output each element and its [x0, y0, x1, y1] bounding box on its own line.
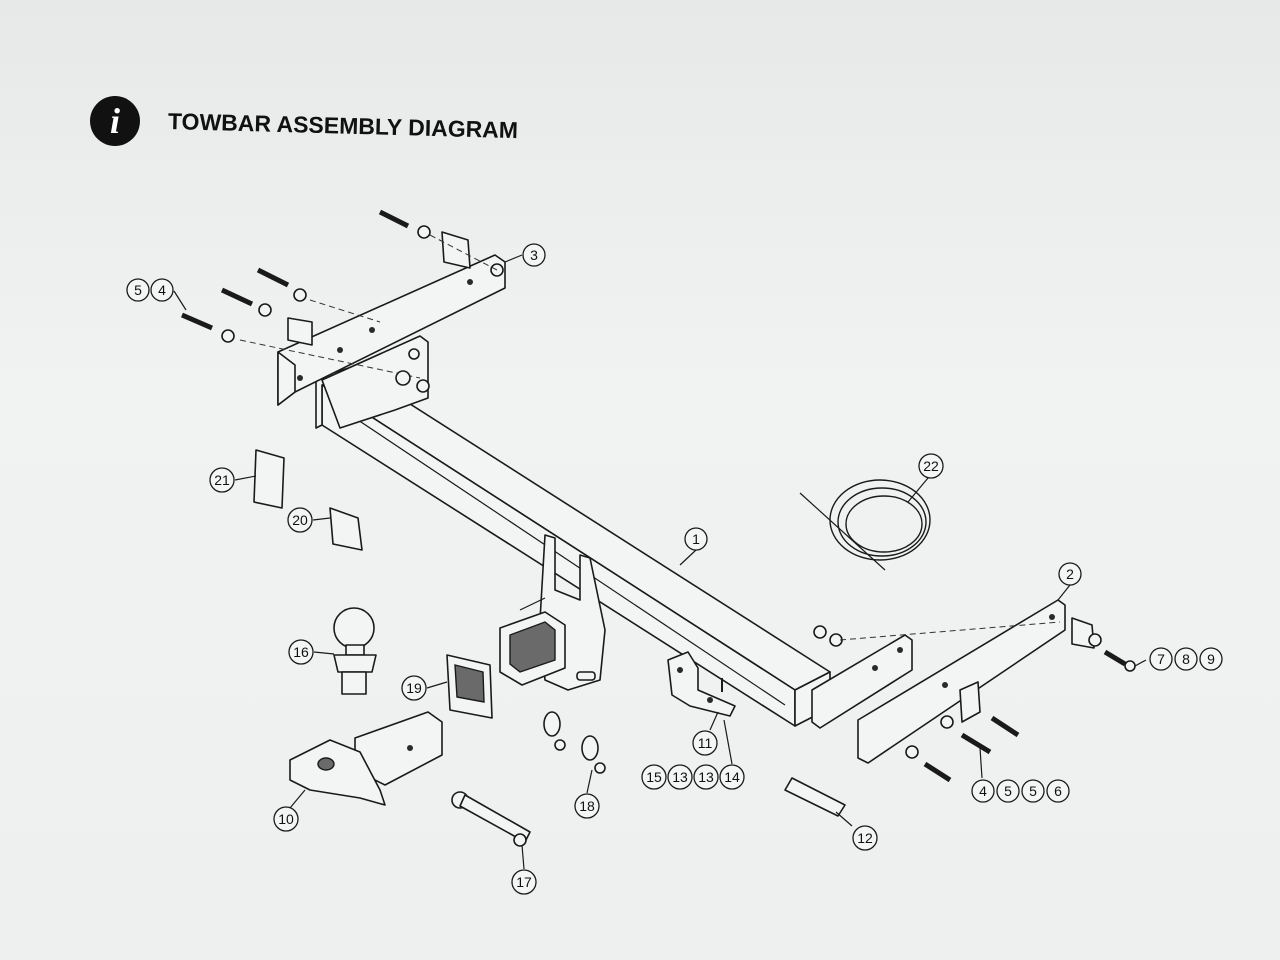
right-fasteners [813, 617, 1136, 783]
callout-label: 6 [1054, 783, 1062, 799]
upper-left-fasteners [181, 209, 498, 393]
hitch-pin [451, 791, 531, 847]
callout-label: 1 [692, 531, 700, 547]
callout-label: 13 [672, 769, 688, 785]
callout-label: 5 [1029, 783, 1037, 799]
callout-7: 7 [1149, 647, 1173, 671]
callout-11: 11 [692, 730, 718, 756]
right-brackets [811, 599, 1066, 764]
callout-4-upper: 4 [150, 278, 174, 302]
callout-label: 19 [406, 680, 422, 696]
callout-14: 14 [719, 764, 745, 790]
receiver-bracket [499, 534, 606, 691]
callout-18: 18 [574, 793, 600, 819]
callout-19: 19 [401, 675, 427, 701]
callout-label: 20 [292, 512, 308, 528]
electrical-bracket [667, 651, 736, 717]
callout-17: 17 [511, 869, 537, 895]
callout-label: 11 [698, 735, 713, 751]
callout-label: 4 [158, 282, 166, 298]
callout-12: 12 [852, 825, 878, 851]
leader-lines [173, 254, 1147, 870]
callout-2: 2 [1058, 562, 1082, 586]
ball-mount [289, 711, 443, 806]
receiver-cover [446, 654, 493, 719]
label-sticker-21 [253, 449, 285, 509]
callout-label: 15 [646, 769, 662, 785]
tow-ball [333, 607, 377, 695]
callout-13-second: 13 [693, 764, 719, 790]
callout-label: 4 [979, 783, 987, 799]
callout-label: 10 [278, 811, 294, 827]
label-sticker-20 [329, 507, 363, 551]
callout-9: 9 [1199, 647, 1223, 671]
callout-1: 1 [684, 527, 708, 551]
callout-5-lower-second: 5 [1021, 779, 1045, 803]
callout-label: 21 [214, 472, 230, 488]
callout-15: 15 [641, 764, 667, 790]
callout-5-upper: 5 [126, 278, 150, 302]
callout-label: 22 [923, 458, 939, 474]
callout-label: 8 [1182, 651, 1190, 667]
callout-label: 13 [698, 769, 714, 785]
callout-4-lower: 4 [971, 779, 995, 803]
left-bracket [277, 254, 506, 429]
callout-label: 2 [1066, 566, 1074, 582]
callout-10: 10 [273, 806, 299, 832]
callout-label: 5 [1004, 783, 1012, 799]
callout-21: 21 [209, 467, 235, 493]
callout-label: 7 [1157, 651, 1165, 667]
callout-label: 14 [724, 769, 740, 785]
callout-label: 9 [1207, 651, 1215, 667]
callout-label: 17 [516, 874, 532, 890]
callout-5-lower-first: 5 [996, 779, 1020, 803]
callout-22: 22 [918, 453, 944, 479]
callout-label: 12 [857, 830, 873, 846]
info-icon: i [90, 96, 140, 146]
callout-3: 3 [522, 243, 546, 267]
cover-plate [784, 777, 846, 817]
callout-6: 6 [1046, 779, 1070, 803]
callout-8: 8 [1174, 647, 1198, 671]
callout-label: 3 [530, 247, 538, 263]
shackles [543, 711, 606, 774]
callout-label: 5 [134, 282, 142, 298]
callout-16: 16 [288, 639, 314, 665]
callout-13-first: 13 [667, 764, 693, 790]
callout-label: 18 [579, 798, 595, 814]
wire-coil [799, 479, 931, 571]
callout-label: 16 [293, 644, 309, 660]
callout-20: 20 [287, 507, 313, 533]
